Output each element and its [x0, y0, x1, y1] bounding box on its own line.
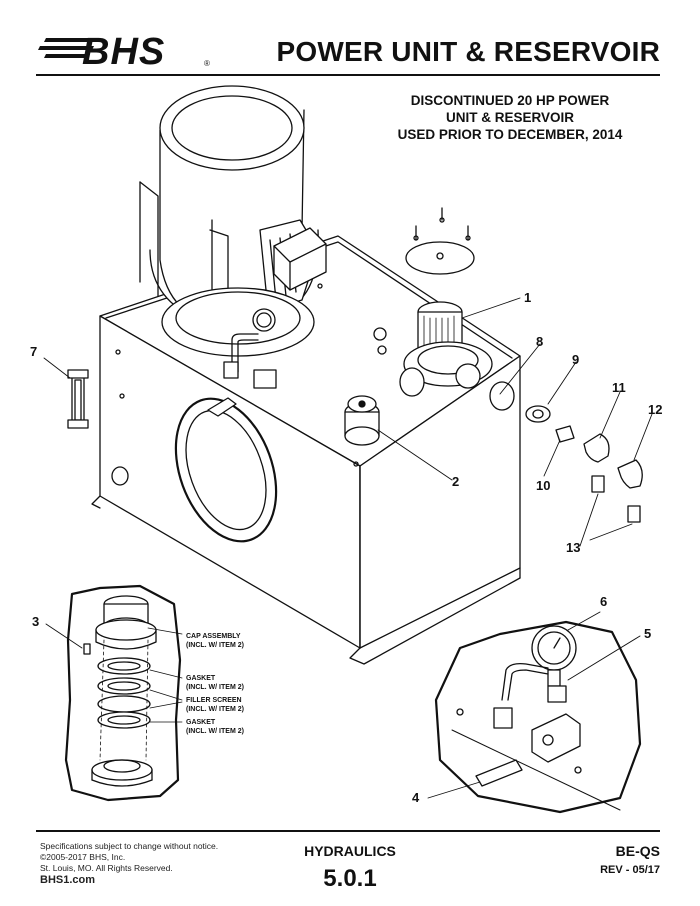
note-gasket-bottom: GASKET	[186, 719, 216, 726]
return-fittings	[525, 405, 643, 523]
callout-7: 7	[30, 344, 37, 359]
logo-speed-lines	[38, 38, 98, 58]
filler-breather	[344, 395, 380, 446]
callout-9: 9	[572, 352, 579, 367]
callout-13: 13	[566, 540, 580, 555]
footer-legal: Specifications subject to change without…	[40, 841, 218, 886]
cap-assembly-part	[95, 595, 157, 650]
header-rule	[36, 74, 660, 76]
logo-text: BHS	[82, 31, 165, 72]
pressure-gauge-assembly	[207, 308, 277, 417]
callout-8: 8	[536, 334, 543, 349]
discontinued-note-line-2: UNIT & RESERVOIR	[445, 110, 575, 125]
callout-numbers: 1 2 3 4 5 6 7 8 9 10 11 12 13	[30, 290, 662, 805]
callout-5: 5	[644, 626, 651, 641]
page-title: POWER UNIT & RESERVOIR	[276, 36, 660, 67]
cap-detail-notes: CAP ASSEMBLY (INCL. W/ ITEM 2) GASKET (I…	[186, 633, 244, 735]
discontinued-note-line-1: DISCONTINUED 20 HP POWER	[410, 93, 610, 108]
return-filter-assembly	[373, 207, 515, 411]
note-filler-screen: FILLER SCREEN	[186, 697, 242, 704]
bhs-logo: BHS ®	[38, 31, 210, 72]
reservoir-tank	[91, 235, 521, 665]
callout-2: 2	[452, 474, 459, 489]
footer-doc-block: BE-QS REV - 05/17	[600, 843, 660, 876]
electric-motor	[139, 85, 327, 357]
footer-copyright: ©2005-2017 BHS, Inc.	[40, 852, 126, 862]
callout-11: 11	[612, 380, 626, 395]
callout-10: 10	[536, 478, 550, 493]
note-cap-assembly: CAP ASSEMBLY	[186, 633, 241, 640]
footer-website: BHS1.com	[40, 874, 96, 886]
sight-gauge	[67, 369, 89, 429]
logo-trademark: ®	[204, 59, 210, 68]
footer-section-block: HYDRAULICS 5.0.1	[260, 843, 440, 893]
footer-notice: Specifications subject to change without…	[40, 841, 219, 851]
detail-pressure-gauge	[531, 625, 577, 687]
callout-leaders	[43, 297, 653, 799]
callout-3: 3	[32, 614, 39, 629]
note-gasket-top-incl: (INCL. W/ ITEM 2)	[186, 684, 244, 691]
callout-6: 6	[600, 594, 607, 609]
discontinued-note-line-3: USED PRIOR TO DECEMBER, 2014	[397, 127, 623, 142]
discontinued-note: DISCONTINUED 20 HP POWER UNIT & RESERVOI…	[360, 92, 660, 143]
note-gasket-top: GASKET	[186, 675, 216, 682]
cap-detail-inset	[64, 584, 183, 802]
footer-section: HYDRAULICS	[304, 843, 396, 859]
gauge-detail-inset	[434, 620, 642, 814]
note-gasket-bottom-incl: (INCL. W/ ITEM 2)	[186, 728, 244, 735]
footer-rule	[36, 830, 660, 832]
callout-4: 4	[412, 790, 420, 805]
footer-location: St. Louis, MO. All Rights Reserved.	[40, 863, 173, 873]
note-filler-screen-incl: (INCL. W/ ITEM 2)	[186, 706, 244, 713]
callout-12: 12	[648, 402, 662, 417]
callout-1: 1	[524, 290, 531, 305]
note-cap-assembly-incl: (INCL. W/ ITEM 2)	[186, 642, 244, 649]
footer-revision: REV - 05/17	[600, 864, 660, 876]
footer-page-number: 5.0.1	[323, 865, 377, 892]
footer-doc-code: BE-QS	[615, 843, 660, 859]
